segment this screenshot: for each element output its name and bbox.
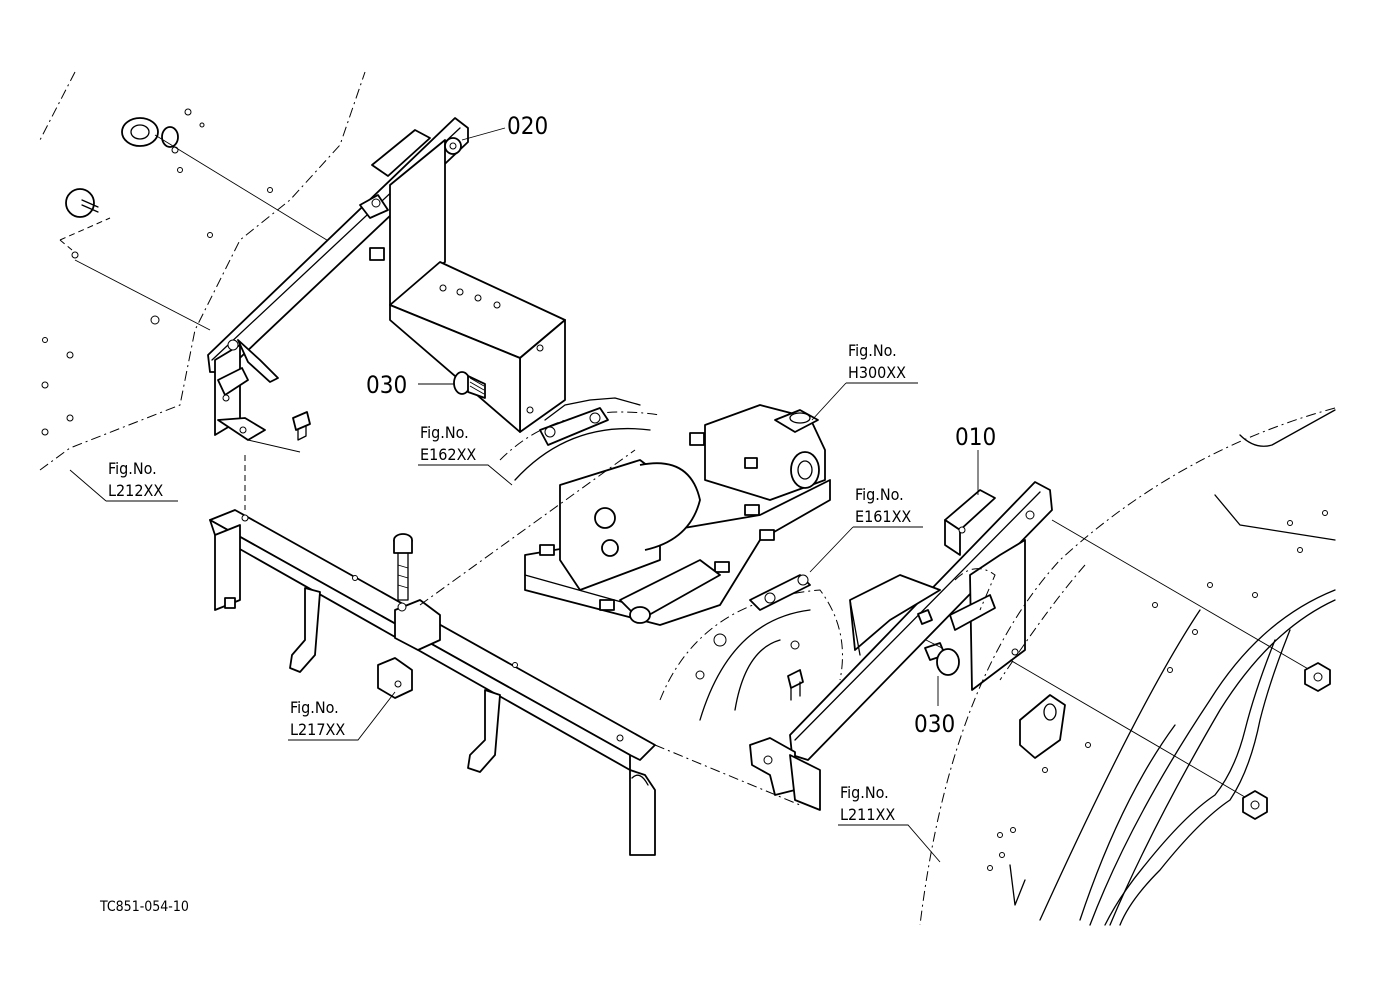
bolt-020-icon [444, 137, 462, 155]
fig-ref-e161: Fig.No. E161XX [809, 485, 923, 573]
fig-ref-e161-code: E161XX [855, 507, 911, 526]
fig-ref-e162-prefix: Fig.No. [420, 423, 469, 442]
right-wheel-housing [919, 407, 1336, 926]
leader-020 [461, 127, 506, 141]
fig-ref-e162: Fig.No. E162XX [418, 423, 513, 486]
diagram-code: TC851-054-10 [99, 899, 189, 915]
fig-ref-h300: Fig.No. H300XX [811, 341, 918, 421]
center-housing [499, 397, 843, 721]
fig-ref-l212-code: L212XX [108, 481, 163, 500]
part-label-030-right: 030 [914, 710, 955, 738]
bolt-center-small-icon [787, 669, 804, 701]
part-label-030-left: 030 [366, 371, 407, 399]
fig-ref-l212-prefix: Fig.No. [108, 459, 157, 478]
fig-ref-l212: Fig.No. L212XX [69, 459, 178, 502]
fig-ref-l211-prefix: Fig.No. [840, 783, 889, 802]
bracket-010 [749, 481, 1311, 811]
part-label-010: 010 [955, 423, 996, 451]
stud-nut-upper-icon [121, 117, 179, 154]
fig-ref-h300-code: H300XX [848, 363, 906, 382]
fig-ref-l217-prefix: Fig.No. [290, 698, 339, 717]
fig-ref-e161-prefix: Fig.No. [855, 485, 904, 504]
fig-ref-l217-code: L217XX [290, 720, 345, 739]
fig-ref-e162-code: E162XX [420, 445, 476, 464]
fig-ref-h300-prefix: Fig.No. [848, 341, 897, 360]
fig-ref-l211: Fig.No. L211XX [838, 783, 941, 863]
bolt-030-left-icon [418, 371, 486, 399]
lower-cross-frame [209, 449, 801, 856]
part-label-020: 020 [507, 112, 548, 140]
fig-ref-l217: Fig.No. L217XX [288, 691, 396, 741]
bolt-030-right-icon [917, 609, 960, 706]
bolt-lower-left-icon [247, 411, 311, 453]
fig-ref-l211-code: L211XX [840, 805, 895, 824]
bracket-020 [207, 117, 566, 510]
flange-bolt-upper-icon [1304, 662, 1331, 692]
stud-nut-lower-icon [65, 188, 99, 218]
flange-bolt-lower-icon [1242, 790, 1268, 820]
bolt-frame-vertical-icon [393, 533, 413, 601]
left-housing-outline [39, 71, 366, 471]
